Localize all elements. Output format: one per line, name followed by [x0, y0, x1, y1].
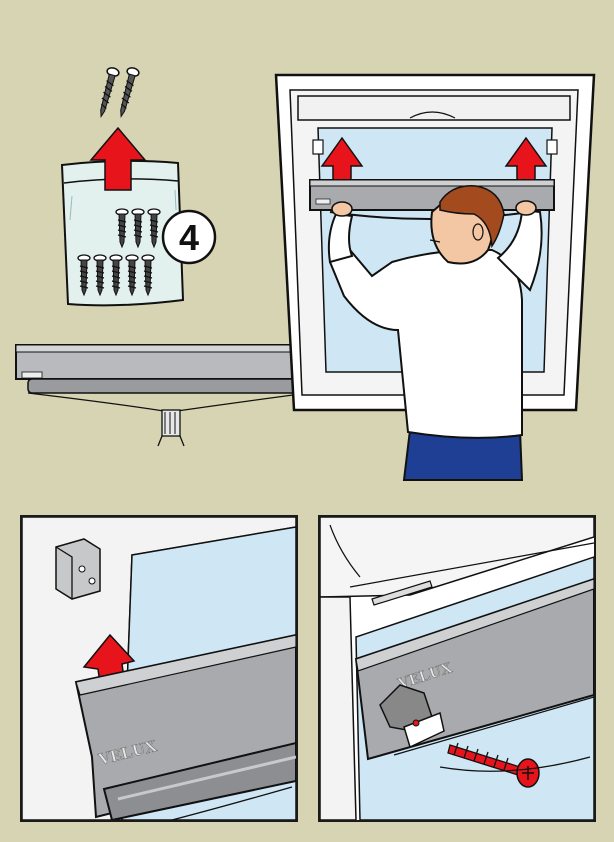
bracket-icon: [56, 539, 100, 599]
top-illustration: 4: [0, 0, 614, 490]
detail-panel-left: VELUX: [20, 515, 298, 822]
bracket-icon: [313, 140, 323, 154]
bracket-icon: [547, 140, 557, 154]
blind-cassette: [16, 345, 320, 446]
detail-panel-right: VELUX: [318, 515, 596, 822]
count-label: 4: [179, 217, 199, 258]
screw-icon: [95, 67, 120, 118]
clip-icon: [158, 410, 184, 446]
